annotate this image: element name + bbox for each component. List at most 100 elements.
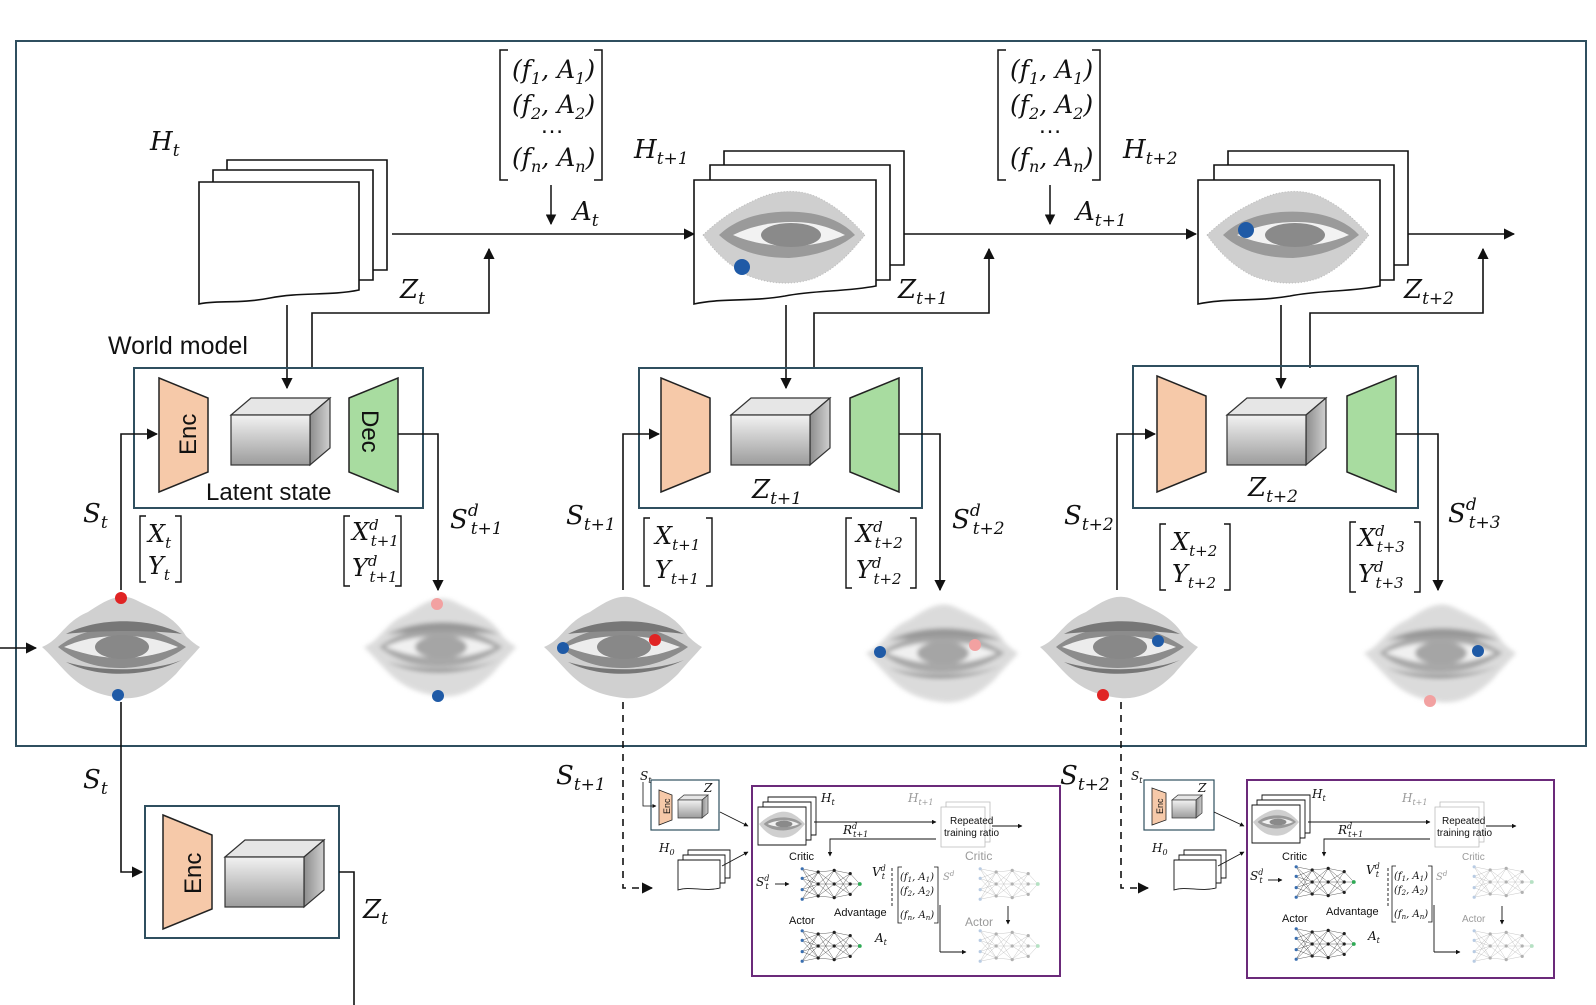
latent-label-t2: Zt+2 bbox=[1403, 275, 1454, 309]
svg-text:Actor: Actor bbox=[965, 915, 993, 929]
svg-text:Z: Z bbox=[703, 781, 713, 795]
svg-text:Critic: Critic bbox=[965, 849, 992, 863]
dashed-state-label-2: St+2 bbox=[1060, 761, 1110, 795]
inset1-advantage-label: Advantage bbox=[834, 907, 887, 919]
svg-text:Sd: Sd bbox=[943, 870, 955, 883]
world-model-box-t bbox=[133, 367, 424, 509]
training-inset-1: Enc St Z H0 Ht Ht+1 Repeated training ra… bbox=[640, 769, 1061, 977]
decoder-output-arrow-t2 bbox=[1396, 433, 1444, 592]
svg-text:Sd: Sd bbox=[1436, 870, 1448, 883]
history-label-t2: Ht+2 bbox=[1122, 135, 1178, 169]
svg-text:Sdt: Sdt bbox=[1250, 868, 1263, 885]
svg-text:H0: H0 bbox=[1151, 841, 1168, 857]
state-input-arrow-t2 bbox=[1116, 428, 1157, 590]
svg-text:Repeated: Repeated bbox=[1442, 816, 1485, 827]
svg-text:Xt+2: Xt+2 bbox=[1170, 528, 1217, 560]
actions-matrix-2: (f1, A1) (f2, A2) … (fn, An) bbox=[997, 49, 1101, 181]
state-label-t1: St+1 bbox=[566, 501, 616, 535]
svg-text:Xdt+3: Xdt+3 bbox=[1356, 522, 1405, 556]
dashed-branch-1 bbox=[622, 702, 654, 894]
decoded-dot-red-t2 bbox=[1424, 695, 1436, 707]
svg-text:Enc: Enc bbox=[662, 798, 672, 814]
training-inset-2: Enc St Z H0 Ht Ht+1 Repeated training ra… bbox=[1131, 769, 1555, 979]
latent-feedback-t bbox=[311, 247, 495, 368]
svg-text:(fn, An): (fn, An) bbox=[512, 143, 595, 176]
action-label-t: At bbox=[571, 197, 599, 231]
latent-cube-t bbox=[229, 396, 332, 467]
decoder-output-arrow-t bbox=[398, 433, 444, 592]
history-label-t: Ht bbox=[149, 127, 180, 161]
svg-text:training ratio: training ratio bbox=[1437, 828, 1492, 839]
history-stack-t1 bbox=[693, 150, 905, 306]
svg-text:Enc: Enc bbox=[1155, 798, 1165, 814]
decoded-dot-blue-t2 bbox=[1472, 645, 1484, 657]
svg-text:Sdt: Sdt bbox=[756, 874, 769, 891]
decoded-dot-blue-t bbox=[432, 690, 444, 702]
lower-latent-label: Zt bbox=[362, 895, 388, 929]
svg-text:Ydt+1: Ydt+1 bbox=[352, 552, 398, 586]
latent-label-t1: Zt+1 bbox=[897, 275, 948, 309]
inset2-advantage-label: Advantage bbox=[1326, 906, 1379, 918]
svg-text:Yt: Yt bbox=[148, 552, 171, 584]
inset1-actor-label: Actor bbox=[789, 915, 815, 927]
world-model-label: World model bbox=[108, 332, 248, 360]
state-label-t: St bbox=[83, 499, 108, 533]
svg-text:Xt: Xt bbox=[146, 520, 172, 552]
matrix-ellipsis: … bbox=[540, 112, 564, 139]
state-label-t2: St+2 bbox=[1064, 501, 1114, 535]
actions-matrix-1: (f1, A1) (f2, A2) … (fn, An) bbox=[499, 49, 603, 181]
beam-decoded-t bbox=[363, 598, 517, 697]
beam-decoded-t2 bbox=[1363, 604, 1517, 703]
inset1-repeated-label: Repeated bbox=[950, 816, 993, 827]
svg-text:training ratio: training ratio bbox=[944, 828, 999, 839]
svg-text:Vdt: Vdt bbox=[1366, 862, 1380, 879]
decoder-output-arrow-t1 bbox=[899, 433, 946, 592]
svg-text:St: St bbox=[640, 769, 652, 785]
matrix-ellipsis-2: … bbox=[1038, 112, 1062, 139]
latent-feedback-t1 bbox=[813, 247, 995, 368]
state-input-arrow-t bbox=[120, 428, 159, 590]
svg-text:Vdt: Vdt bbox=[872, 864, 886, 881]
decoder-t2 bbox=[1346, 374, 1397, 494]
decoder-label-t: Dec bbox=[356, 410, 383, 453]
latent-cube-t1 bbox=[729, 396, 832, 467]
world-model-box-t2 bbox=[1132, 365, 1419, 509]
decoder-t1 bbox=[849, 376, 900, 494]
latent-box-label-t2: Zt+2 bbox=[1247, 473, 1298, 507]
decoded-dot-red-t1 bbox=[969, 639, 981, 651]
svg-text:Ydt+2: Ydt+2 bbox=[856, 554, 902, 588]
svg-text:St: St bbox=[1131, 769, 1143, 785]
beam-decoded-t1 bbox=[865, 604, 1019, 703]
coords-t1: Xt+1 Yt+1 bbox=[643, 517, 713, 588]
beam-state-t1 bbox=[544, 596, 702, 699]
latent-feedback-t2 bbox=[1309, 247, 1489, 368]
svg-text:Xdt+1: Xdt+1 bbox=[350, 516, 399, 550]
dashed-state-label-1: St+1 bbox=[556, 761, 606, 795]
svg-text:Xt+1: Xt+1 bbox=[653, 522, 700, 554]
action-label-t1: At+1 bbox=[1074, 197, 1127, 231]
lower-state-label: St bbox=[83, 765, 108, 799]
svg-text:Actor: Actor bbox=[1462, 914, 1486, 925]
encoder-label-t: Enc bbox=[175, 414, 202, 455]
inset1-critic-label: Critic bbox=[789, 851, 815, 863]
coords-t2: Xt+2 Yt+2 bbox=[1159, 523, 1231, 592]
state-down-arrow bbox=[120, 702, 144, 878]
svg-text:H0: H0 bbox=[658, 841, 675, 857]
history-label-t1: Ht+1 bbox=[633, 135, 689, 169]
svg-text:(f1, A1): (f1, A1) bbox=[512, 55, 595, 88]
latent-cube-lower bbox=[223, 838, 326, 909]
beam-state-t bbox=[42, 592, 200, 701]
latent-state-label: Latent state bbox=[206, 479, 331, 506]
history-stack-t2 bbox=[1197, 150, 1409, 305]
inset2-critic-label: Critic bbox=[1282, 851, 1308, 863]
svg-text:Yt+2: Yt+2 bbox=[1172, 560, 1216, 592]
dashed-branch-2 bbox=[1120, 702, 1150, 894]
svg-text:Ydt+3: Ydt+3 bbox=[1358, 558, 1404, 592]
coords-t: Xt Yt bbox=[139, 515, 182, 584]
